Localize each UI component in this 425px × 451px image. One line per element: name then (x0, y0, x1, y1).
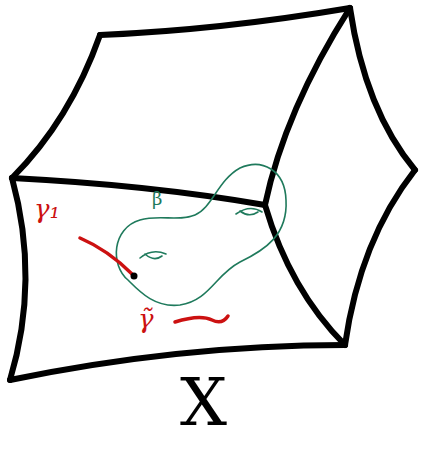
surface-hole (236, 208, 262, 214)
polyhedron-edge (12, 35, 100, 178)
polyhedron-edge (10, 345, 345, 380)
polyhedron-edge (10, 178, 26, 380)
space-label: X (180, 370, 227, 436)
genus-two-surface (116, 165, 286, 306)
base-point (131, 273, 138, 280)
surface-hole (240, 211, 258, 215)
surface-label: β (152, 190, 162, 208)
surface-hole (140, 252, 166, 258)
surface-hole (145, 254, 162, 259)
polyhedron-edge (265, 205, 345, 345)
polyhedron-edge (350, 8, 415, 170)
curve-label: γ₁ (34, 196, 60, 222)
polyhedron-edge (100, 8, 350, 35)
polyhedron-edge (345, 170, 415, 345)
red-curve (175, 316, 228, 322)
curve-label: γ̃ (138, 306, 154, 332)
red-curve (80, 238, 132, 274)
